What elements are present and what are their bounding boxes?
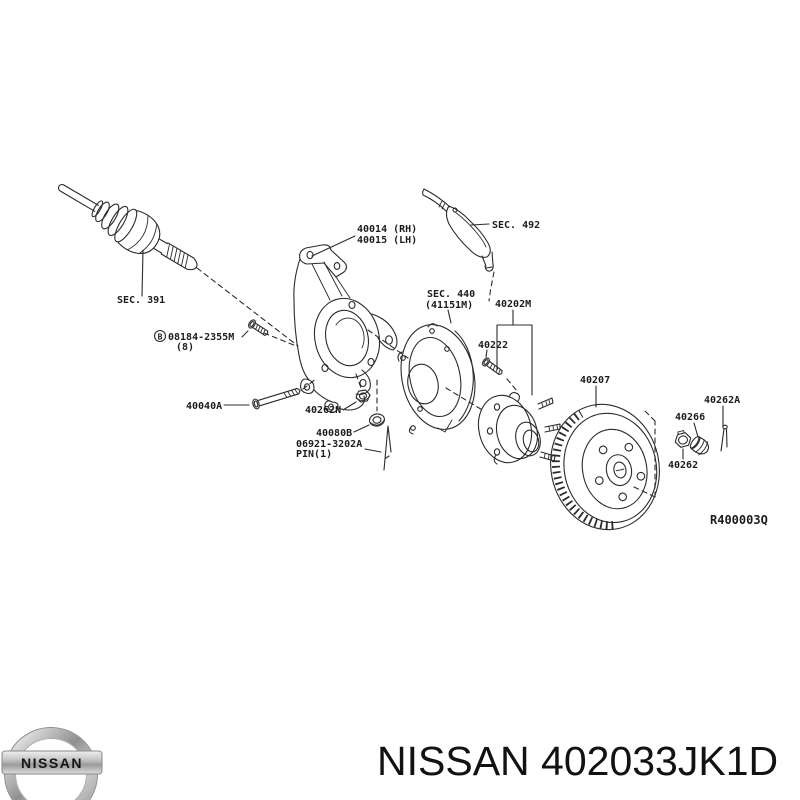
part-label-pin-number: 06921-3202A — [296, 439, 362, 450]
steering-knuckle-drawing — [293, 244, 398, 413]
hub-assembly-drawing — [477, 392, 561, 465]
part-label-baffle-line2: (41151M) — [425, 300, 473, 311]
bracket-hub-assembly — [496, 309, 533, 396]
part-label-spindle-nut: 40262 — [668, 460, 698, 471]
part-label-knuckle-bolt: 40040A — [186, 401, 222, 412]
dashed-hub-bolt — [506, 378, 518, 392]
dashed-knuckle-bolt — [302, 377, 318, 390]
dashed-rotor-detour — [633, 408, 656, 498]
nissan-logo: NISSAN — [1, 727, 103, 800]
circled-b-icon — [153, 329, 167, 343]
washer-drawing — [368, 413, 386, 427]
cotter-pin-drawing — [720, 424, 728, 452]
part-label-knuckle-rh: 40014 (RH) — [357, 224, 417, 235]
logo-bar — [1, 750, 103, 775]
dashed-std-bolt — [263, 332, 297, 347]
dashed-tie-rod — [488, 271, 495, 302]
leader-line-hub-bolt — [485, 349, 488, 358]
part-label-std-bolt-qty: (8) — [176, 342, 194, 353]
leader-line-knuckle — [311, 235, 356, 257]
adjusting-cap-drawing — [689, 436, 710, 456]
part-label-tie-rod-section: SEC. 492 — [492, 220, 540, 231]
part-label-adjusting-cap: 40266 — [675, 412, 705, 423]
diagram-ref-code: R400003Q — [710, 513, 768, 527]
logo-text: NISSAN — [21, 755, 83, 771]
leader-line-pin — [364, 448, 382, 453]
spindle-nut-drawing — [674, 430, 692, 448]
brake-rotor-drawing — [550, 403, 660, 531]
part-label-std-bolt: 08184-2355M — [168, 332, 234, 343]
caption-part-number: NISSAN 402033JK1D — [377, 738, 778, 784]
part-label-pin-qty: PIN(1) — [296, 449, 332, 460]
part-label-lock-nut: 40262N — [305, 405, 341, 416]
lock-nut-drawing — [355, 389, 371, 403]
dashed-shield-hub — [445, 387, 485, 412]
part-label-cotter-pin: 40262A — [704, 395, 740, 406]
part-label-axle-section: SEC. 391 — [117, 295, 165, 306]
leader-line-lock-nut — [342, 401, 357, 411]
part-label-rotor: 40207 — [580, 375, 610, 386]
pin-drawing — [383, 425, 392, 471]
std-bolt-drawing — [248, 319, 269, 336]
part-label-hub-bolt: 40222 — [478, 340, 508, 351]
leader-line-axle — [141, 249, 144, 297]
hub-bolt-drawing — [482, 357, 503, 376]
part-label-hub-assembly: 40202M — [495, 299, 531, 310]
part-label-knuckle-lh: 40015 (LH) — [357, 235, 417, 246]
splash-shield-drawing — [397, 323, 476, 435]
leader-line-std-bolt — [241, 330, 249, 338]
leader-line-adjusting-cap — [693, 422, 699, 438]
leader-line-baffle — [447, 309, 452, 324]
leader-line-tie-rod — [470, 223, 490, 226]
dashed-lock-nut — [355, 373, 362, 389]
cv-axle-drawing — [57, 183, 198, 271]
part-label-baffle-line1: SEC. 440 — [427, 289, 475, 300]
part-label-std-bolt-prefix: B — [158, 333, 163, 342]
leader-line-washer — [353, 424, 370, 433]
dashed-knuckle-shield — [367, 329, 409, 359]
tie-rod-end-drawing — [422, 188, 494, 272]
part-label-washer: 40080B — [316, 428, 352, 439]
knuckle-bolt-drawing — [252, 387, 301, 410]
assembly-axis-dashed — [196, 267, 299, 347]
